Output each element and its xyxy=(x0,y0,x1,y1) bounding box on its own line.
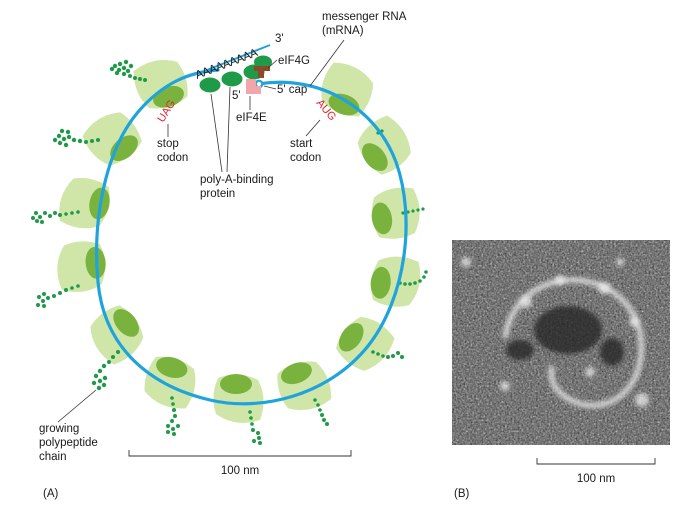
ribosome xyxy=(133,59,188,109)
three-prime-label: 3' xyxy=(275,33,284,45)
mrna-loop xyxy=(95,68,408,406)
pabp-leader-line-1 xyxy=(210,93,223,173)
scale-bar-a-label: 100 nm xyxy=(221,465,259,477)
start-codon-leader-line xyxy=(305,119,321,137)
scale-bar-b xyxy=(536,458,656,465)
start-codon-label-line1: start xyxy=(290,138,313,150)
pabp-leader-line-2 xyxy=(226,86,231,173)
ribosome xyxy=(321,62,374,117)
ribosome xyxy=(370,256,421,307)
polypeptide-chain xyxy=(52,128,100,148)
polypeptide-chains xyxy=(31,59,428,445)
eif4g-linker xyxy=(254,66,270,78)
ribosome xyxy=(335,316,395,371)
five-prime-cap-leader-line xyxy=(263,85,277,90)
pabp-label-line1: poly-A-binding xyxy=(200,174,274,186)
chain-leader-line xyxy=(57,389,97,423)
chain-label-line3: chain xyxy=(39,451,67,463)
mrna-label-line1: messenger RNA xyxy=(322,11,407,23)
polypeptide-chain xyxy=(371,350,404,359)
panel-a-diagram: AAAAAAAAA 3' UAG AUG messenger RNA (mRNA… xyxy=(31,11,428,500)
ribosome xyxy=(90,305,144,365)
stop-codon-label-line2: codon xyxy=(157,152,188,164)
chain-label-line2: polypeptide xyxy=(39,437,98,449)
mrna-leader-line xyxy=(309,39,345,87)
scale-bar-a xyxy=(128,450,352,457)
eif4g-protein xyxy=(254,55,272,69)
pabp-label-line2: protein xyxy=(200,188,235,200)
five-prime-cap-label: 5' cap xyxy=(277,84,307,96)
panel-b-micrograph: 100 nm (B) xyxy=(452,240,670,500)
polypeptide-chain xyxy=(36,284,80,308)
electron-micrograph xyxy=(452,240,670,445)
eif4g-leader-line xyxy=(267,59,278,69)
eif4e-protein xyxy=(246,79,261,94)
poly-a-binding-protein xyxy=(221,71,243,87)
mrna-label-line2: (mRNA) xyxy=(322,25,364,37)
eif4g-label: eIF4G xyxy=(278,55,310,67)
panel-b-label: (B) xyxy=(454,488,470,500)
panel-a-label: (A) xyxy=(43,488,59,500)
scale-bar-b-label: 100 nm xyxy=(577,473,615,485)
ribosome xyxy=(277,361,332,411)
polypeptide-chain xyxy=(31,210,80,224)
polypeptide-chain xyxy=(91,350,120,391)
ribosome-group xyxy=(57,59,421,423)
ribosome xyxy=(57,241,106,292)
chain-label-line1: growing xyxy=(39,423,79,435)
five-prime-label: 5' xyxy=(232,90,241,102)
ribosome xyxy=(213,374,264,423)
ribosome xyxy=(144,356,196,409)
ribosome xyxy=(357,115,411,175)
polypeptide-chain xyxy=(166,396,180,436)
eif4e-label: eIF4E xyxy=(236,112,267,124)
polypeptide-chain xyxy=(109,59,147,82)
polypeptide-chain xyxy=(313,398,329,426)
polypeptide-chain xyxy=(248,410,262,445)
ribosome xyxy=(371,187,420,239)
stop-codon-label-line1: stop xyxy=(157,138,179,150)
polypeptide-chain xyxy=(401,207,425,215)
start-codon-label-line2: codon xyxy=(290,152,321,164)
poly-a-binding-protein xyxy=(199,77,221,93)
polypeptide-chain xyxy=(398,270,428,286)
